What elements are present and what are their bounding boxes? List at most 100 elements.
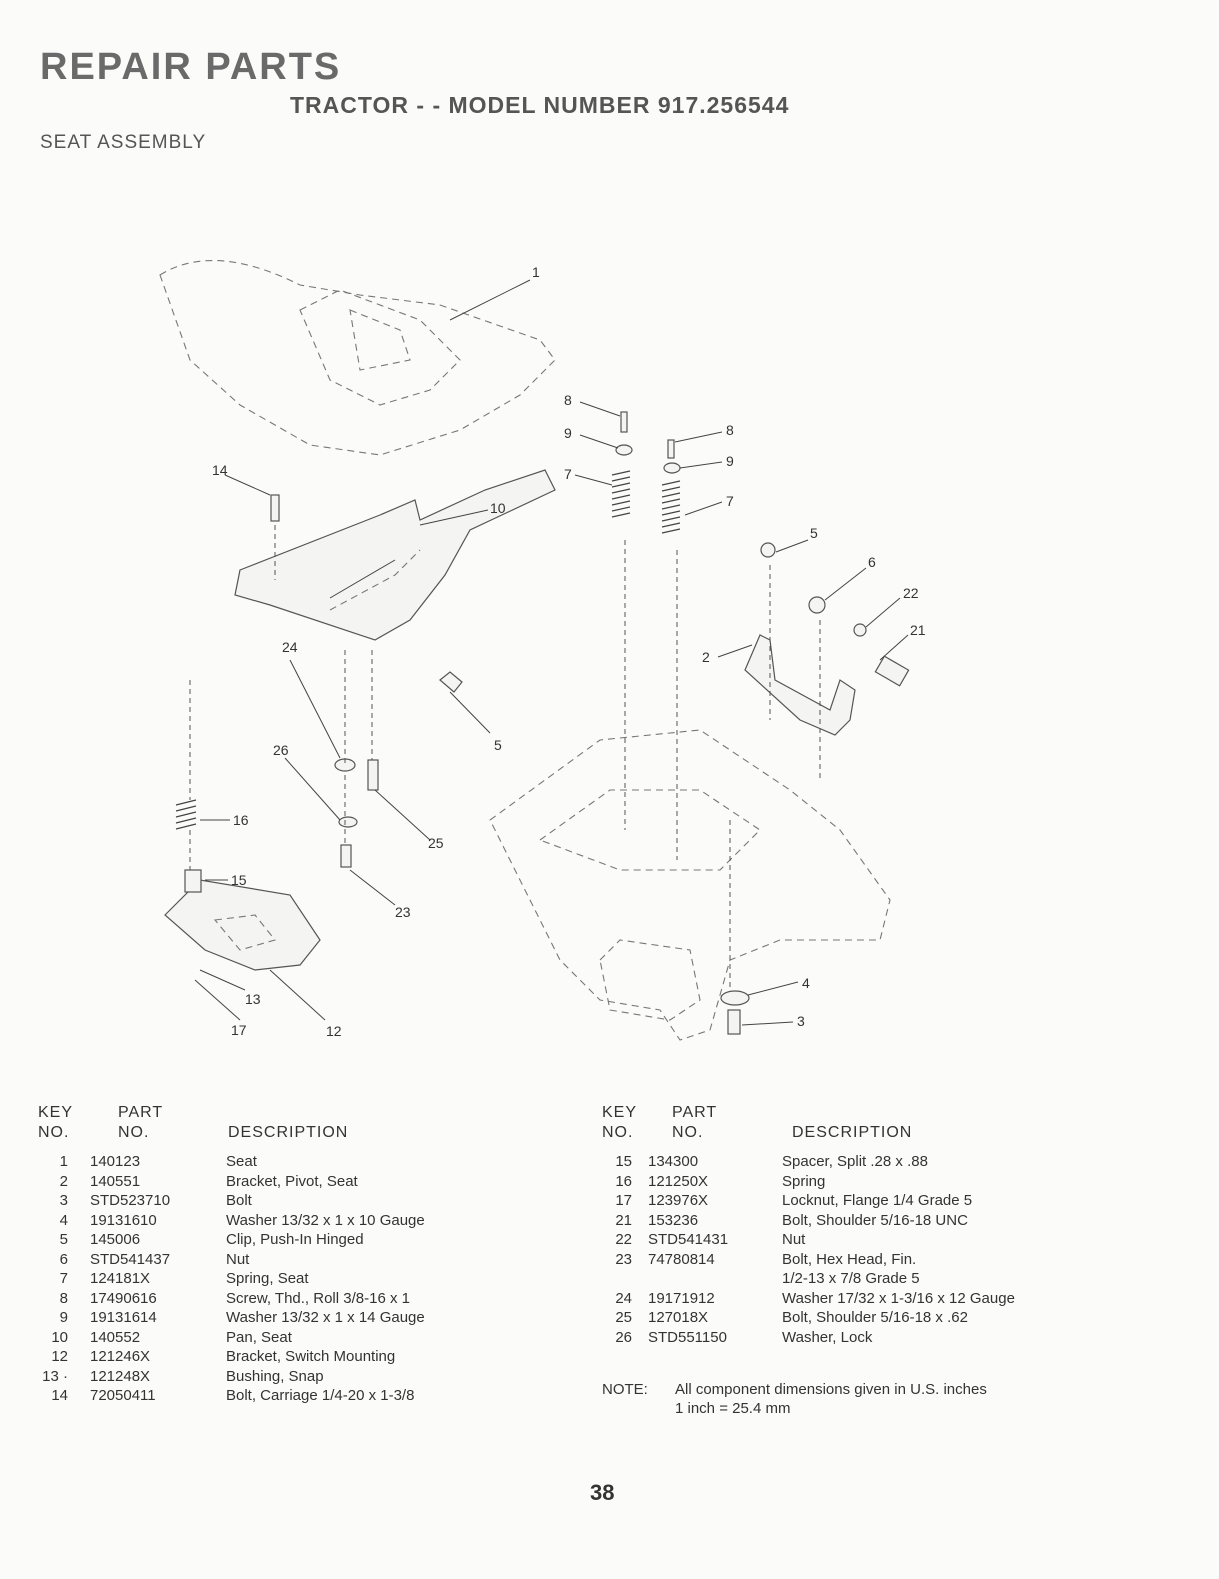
callout-15: 15 (231, 872, 247, 888)
table-row-continuation: 1/2-13 x 7/8 Grade 5 (602, 1269, 1162, 1289)
section-title: SEAT ASSEMBLY (40, 132, 207, 153)
switch-bracket-part (164, 879, 321, 971)
part-description: Locknut, Flange 1/4 Grade 5 (782, 1192, 973, 1209)
part-no: 127018X (648, 1309, 709, 1326)
callout-12: 12 (326, 1023, 342, 1039)
key-header-line2: NO. (602, 1124, 634, 1141)
key-no: 6 (59, 1250, 68, 1268)
leader-lines (194, 279, 909, 1026)
key-no: 10 (51, 1328, 68, 1346)
table-row: 10 140552 Pan, Seat (38, 1328, 558, 1348)
key-no: 17 (615, 1192, 632, 1209)
part-description: Bolt, Shoulder 5/16-18 UNC (782, 1211, 968, 1229)
callout-9a: 9 (564, 425, 572, 441)
key-no: 1 (59, 1153, 68, 1170)
part-no: 121248X (90, 1367, 151, 1385)
description-header: DESCRIPTION (228, 1124, 349, 1141)
key-no: 12 (51, 1348, 68, 1365)
key-header-line2: NO. (38, 1124, 70, 1141)
part-description: Bolt, Hex Head, Fin. (782, 1250, 917, 1268)
part-no: 140552 (90, 1328, 141, 1346)
key-no: 7 (59, 1270, 68, 1287)
part-description: Bushing, Snap (226, 1367, 324, 1385)
key-no: 24 (615, 1289, 632, 1307)
part-description: Washer, Lock (782, 1328, 873, 1346)
part-description: Spring, Seat (226, 1270, 309, 1287)
page-heading: REPAIR PARTS (40, 46, 342, 88)
part-no: 134300 (648, 1153, 699, 1170)
callout-4: 4 (802, 975, 810, 991)
model-subtitle: TRACTOR - - MODEL NUMBER 917.256544 (290, 92, 790, 118)
key-no: 2 (59, 1172, 68, 1190)
key-no: 21 (615, 1211, 632, 1229)
part-no: 140551 (90, 1172, 141, 1190)
part-no: 19171912 (648, 1289, 715, 1307)
key-no: 8 (59, 1289, 68, 1307)
table-header: KEY NO. PART NO. DESCRIPTION (38, 1104, 558, 1152)
table-row: 14 72050411 Bolt, Carriage 1/4-20 x 1-3/8 (38, 1386, 558, 1406)
part-no: STD523710 (90, 1192, 171, 1209)
key-no: 3 (59, 1192, 68, 1209)
part-header: PART (672, 1104, 718, 1121)
callout-8a: 8 (564, 392, 572, 408)
part-description: Bolt, Carriage 1/4-20 x 1-3/8 (226, 1387, 415, 1404)
part-description: Spring (782, 1172, 826, 1190)
key-no: 5 (59, 1231, 68, 1248)
callout-7a: 7 (564, 466, 572, 482)
table-row: 25 127018X Bolt, Shoulder 5/16-18 x .62 (602, 1308, 1162, 1328)
part-no: 121246X (90, 1348, 151, 1365)
callout-2: 2 (702, 649, 710, 665)
callout-10: 10 (490, 500, 506, 516)
part-description: Pan, Seat (226, 1328, 292, 1346)
callout-21: 21 (910, 622, 926, 638)
callout-24: 24 (282, 639, 298, 655)
callout-7b: 7 (726, 493, 734, 509)
part-description: Bolt, Shoulder 5/16-18 x .62 (782, 1309, 968, 1326)
part-no: 17490616 (90, 1289, 157, 1307)
seat-pan-part (234, 469, 556, 641)
callout-14: 14 (212, 462, 228, 478)
part-no: 19131610 (90, 1211, 157, 1229)
seat-part (159, 259, 556, 456)
key-header: KEY (602, 1104, 638, 1121)
callout-22: 22 (903, 585, 919, 601)
key-no: 15 (615, 1153, 632, 1170)
callout-9b: 9 (726, 453, 734, 469)
table-row: 15 134300 Spacer, Split .28 x .88 (602, 1152, 1162, 1172)
part-no: 140123 (90, 1153, 141, 1170)
assembly-centerlines (189, 525, 821, 990)
callout-8b: 8 (726, 422, 734, 438)
callout-26: 26 (273, 742, 289, 758)
key-no: 25 (615, 1309, 632, 1326)
key-no: 4 (59, 1211, 68, 1229)
callout-17: 17 (231, 1022, 247, 1038)
callout-13: 13 (245, 991, 261, 1007)
part-no: 72050411 (90, 1387, 156, 1404)
part-no: 124181X (90, 1270, 151, 1287)
key-no: 14 (51, 1387, 68, 1404)
callout-23: 23 (395, 904, 411, 920)
part-description: Spacer, Split .28 x .88 (782, 1153, 928, 1170)
part-no: 153236 (648, 1211, 699, 1229)
callout-3: 3 (797, 1013, 805, 1029)
part-description: 1/2-13 x 7/8 Grade 5 (782, 1270, 920, 1287)
callout-1: 1 (532, 264, 540, 280)
part-description: Washer 13/32 x 1 x 14 Gauge (226, 1309, 425, 1326)
part-no: 19131614 (90, 1309, 157, 1326)
hardware-parts (175, 411, 910, 1035)
part-no: 121250X (648, 1172, 709, 1190)
